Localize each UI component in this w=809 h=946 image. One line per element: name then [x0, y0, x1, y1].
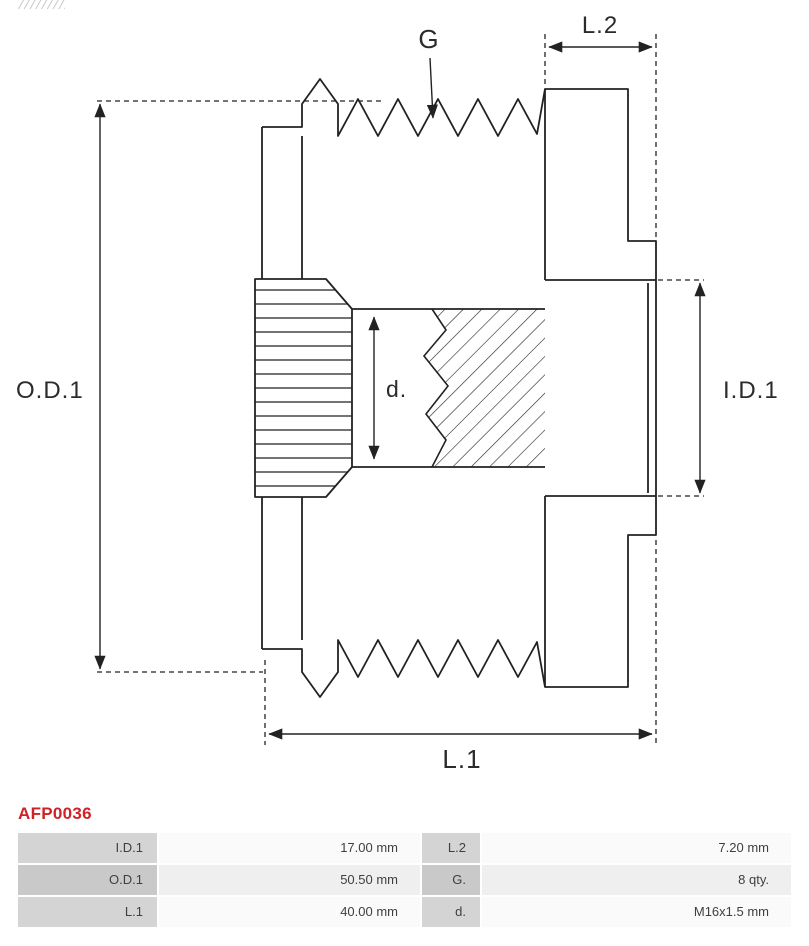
- dim-l2: L.2: [548, 12, 653, 53]
- part-number-link[interactable]: AFP0036: [18, 804, 92, 823]
- spec-label: I.D.1: [18, 833, 157, 863]
- pulley-web-lines: [261, 89, 546, 687]
- dim-l1: L.1: [268, 728, 653, 774]
- pulley-upper-profile: [262, 78, 657, 279]
- pulley-lower-profile: [262, 497, 657, 698]
- spec-label: L.2: [422, 833, 480, 863]
- extension-lines: [97, 34, 704, 745]
- spec-value: 17.00 mm: [159, 833, 420, 863]
- dim-g-leader: G: [418, 24, 439, 119]
- spec-table: I.D.1 17.00 mm L.2 7.20 mm O.D.1 50.50 m…: [18, 833, 791, 927]
- spec-value: 7.20 mm: [482, 833, 791, 863]
- dim-d: d.: [368, 316, 407, 460]
- spline-lines: [255, 289, 352, 487]
- spec-value: M16x1.5 mm: [482, 897, 791, 927]
- dim-l2-label: L.2: [582, 12, 618, 39]
- spec-label: O.D.1: [18, 865, 157, 895]
- technical-drawing: O.D.1 I.D.1 L.2 L.1 d. G: [16, 0, 779, 774]
- spec-label: G.: [422, 865, 480, 895]
- spec-value: 8 qty.: [482, 865, 791, 895]
- dim-g-label: G: [418, 24, 439, 54]
- dim-id1: I.D.1: [694, 282, 779, 494]
- dim-od1: O.D.1: [16, 103, 106, 670]
- dim-id1-label: I.D.1: [723, 377, 779, 404]
- spec-value: 50.50 mm: [159, 865, 420, 895]
- hub-outline: [545, 279, 657, 497]
- spec-value: 40.00 mm: [159, 897, 420, 927]
- break-line: [422, 308, 450, 468]
- dim-l1-label: L.1: [442, 744, 481, 774]
- dim-d-label: d.: [386, 376, 407, 402]
- watermark-logo-fragment: [18, 0, 65, 9]
- dim-od1-label: O.D.1: [16, 377, 84, 404]
- spec-label: d.: [422, 897, 480, 927]
- spec-label: L.1: [18, 897, 157, 927]
- thread-hatching: [424, 309, 545, 467]
